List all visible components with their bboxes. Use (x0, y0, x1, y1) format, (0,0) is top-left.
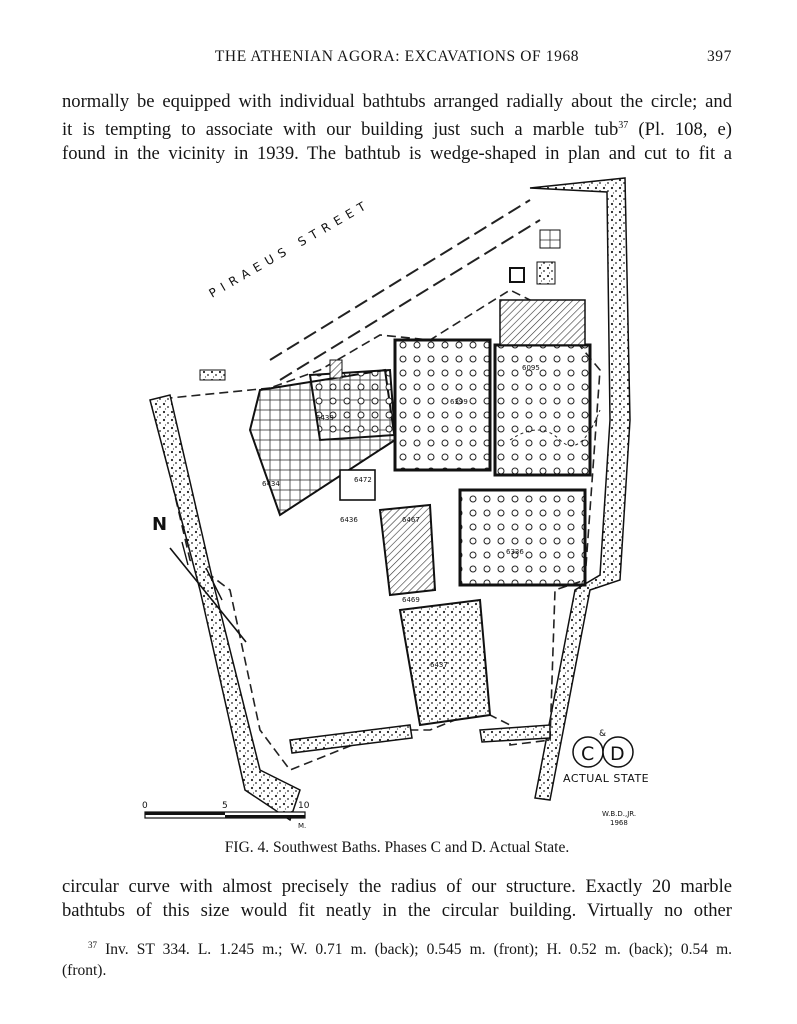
scale-unit: M. (298, 822, 306, 830)
hypocaust-room-north (393, 338, 492, 472)
footnote: 37 Inv. ST 334. L. 1.245 m.; W. 0.71 m. … (62, 935, 732, 981)
feature-number: 6472 (354, 476, 372, 484)
north-arrow: N (152, 514, 247, 643)
small-chamber (339, 469, 376, 501)
scale-tick-label: 5 (222, 801, 228, 811)
feature-number: 6436 (340, 516, 358, 524)
hypocaust-room-south (458, 488, 587, 587)
scale-tick-label: 0 (142, 801, 148, 811)
draft-year: 1968 (610, 819, 628, 827)
phase-letter: D (610, 743, 625, 765)
text-line: bathtubs of this size would fit neatly i… (62, 900, 732, 921)
rubble-feature (539, 229, 561, 249)
phase-legend: C D & ACTUAL STATE (563, 729, 649, 785)
phase-circle-d (602, 736, 634, 768)
footnote-text: Inv. ST 334. L. 1.245 m.; W. 0.71 m. (ba… (105, 941, 732, 958)
text-line: circular curve with almost precisely the… (62, 876, 732, 897)
feature-number: 6399 (450, 398, 468, 406)
text-fragment: (Pl. 108, e) (638, 119, 732, 140)
south-wall (289, 724, 413, 754)
drain-channel (509, 409, 601, 447)
feature-number: 6095 (522, 364, 540, 372)
south-room (398, 598, 492, 727)
page-header: THE ATHENIAN AGORA: EXCAVATIONS OF 1968 … (62, 48, 732, 74)
feature-number: 6437 (430, 661, 448, 669)
text-line: found in the vicinity in 1939. The batht… (62, 143, 732, 164)
rubble-feature (509, 267, 525, 283)
paragraph-bottom: circular curve with almost precisely the… (62, 875, 732, 923)
text-line: it is tempting to associate with our bui… (62, 114, 732, 142)
feature-number: 6469 (402, 596, 420, 604)
rubble-feature (329, 359, 343, 379)
feature-number: 6467 (402, 516, 420, 524)
pillared-room-west (308, 368, 397, 442)
feature-number: 6336 (506, 548, 524, 556)
text-line: normally be equipped with individual bat… (62, 91, 732, 112)
page-number: 397 (706, 48, 732, 65)
rubble-feature (536, 261, 556, 285)
street-label: PIRAEUS STREET (207, 196, 374, 300)
furnace-room (378, 503, 437, 597)
text-fragment: it is tempting to associate with our bui… (62, 119, 619, 140)
figure-caption: FIG. 4. Southwest Baths. Phases C and D.… (224, 839, 570, 856)
footnote-line: (front). (62, 962, 107, 979)
site-plan-figure: PIRAEUS STREET 6434 6472 6436 6467 6336 … (142, 177, 649, 830)
outer-wall (529, 177, 631, 801)
running-title: THE ATHENIAN AGORA: EXCAVATIONS OF 1968 (214, 48, 580, 65)
footnote-marker: 37 (88, 940, 97, 950)
phase-ampersand: & (599, 729, 606, 739)
south-east-wall (479, 724, 551, 743)
phase-letter: C (581, 743, 594, 765)
small-room-north (499, 299, 586, 346)
rubble-feature (199, 369, 226, 381)
paragraph-top: normally be equipped with individual bat… (62, 90, 732, 166)
draftsman-credit: W.B.D.,JR. 1968 (602, 810, 636, 827)
draftsman-name: W.B.D.,JR. (602, 810, 636, 818)
street-edge (269, 199, 541, 381)
footnote-line: 37 Inv. ST 334. L. 1.245 m.; W. 0.71 m. … (62, 935, 732, 960)
feature-number: 6439 (316, 414, 334, 422)
footnote-reference: 37 (618, 120, 629, 131)
west-wall (149, 394, 301, 822)
feature-number-labels: 6434 6472 6436 6467 6336 6469 6437 6095 … (262, 364, 540, 669)
scale-tick-label: 10 (298, 801, 310, 811)
state-label: ACTUAL STATE (563, 772, 649, 785)
scale-bar: 0 5 10 M. (142, 801, 310, 830)
north-label: N (152, 514, 167, 535)
feature-number: 6434 (262, 480, 280, 488)
hypocaust-room-east (493, 343, 592, 477)
